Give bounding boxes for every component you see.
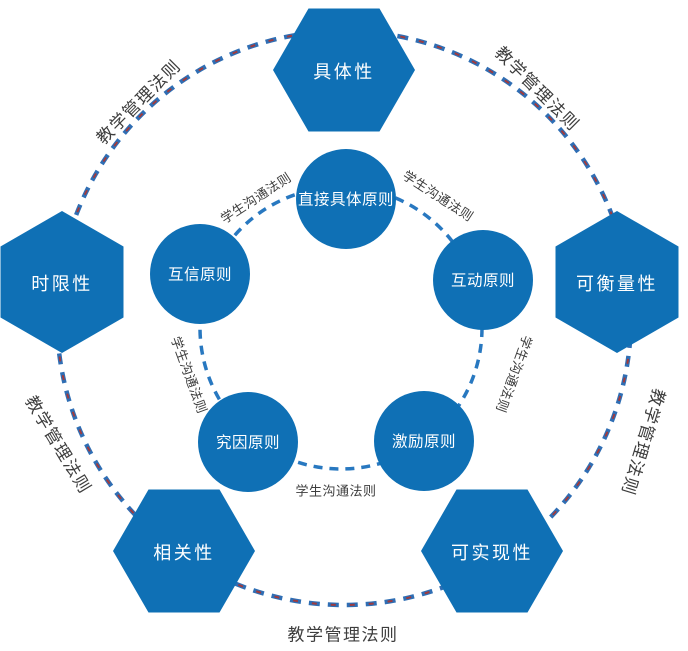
- circle-shape: [198, 392, 298, 492]
- hexagon-shape: [0, 211, 124, 353]
- circle-label: 激励原则: [392, 433, 456, 451]
- inner-ring-label-top-right: 学生沟通法则: [400, 168, 476, 225]
- circle-label: 互动原则: [451, 272, 515, 290]
- circle-bottom-left-root-cause-principle: 究因原则: [198, 392, 298, 492]
- hexagon-shape: [421, 489, 563, 613]
- inner-ring-label-bottom-center: 学生沟通法则: [295, 484, 376, 499]
- circle-label: 直接具体原则: [298, 191, 394, 209]
- circle-shape: [374, 391, 474, 491]
- hexagon-shape: [113, 489, 255, 613]
- hexagon-label: 具体性: [313, 62, 375, 82]
- hexagon-bottom-right-achievable: 可实现性: [421, 489, 563, 613]
- circle-shape: [150, 224, 250, 324]
- circle-bottom-right-motivation-principle: 激励原则: [374, 391, 474, 491]
- outer-ring-label-top-left: 教学管理法则: [93, 56, 185, 148]
- outer-ring-label-bottom-left: 教学管理法则: [21, 393, 94, 498]
- inner-ring-label-top-left: 学生沟通法则: [218, 170, 294, 227]
- outer-ring-label-bottom-center: 教学管理法则: [288, 626, 399, 645]
- hexagon-label: 可实现性: [451, 543, 533, 563]
- hexagon-shape: [555, 211, 679, 353]
- circle-label: 互信原则: [168, 266, 232, 284]
- hexagon-label: 时限性: [31, 274, 93, 294]
- hexagon-top-specificity: 具体性: [273, 8, 415, 132]
- circle-left-mutual-trust-principle: 互信原则: [150, 224, 250, 324]
- circle-shape: [433, 230, 533, 330]
- circle-label: 究因原则: [216, 434, 280, 452]
- inner-ring-label-right: 学生沟通法则: [493, 333, 535, 414]
- circle-shape: [296, 149, 396, 249]
- outer-ring-label-top-right: 教学管理法则: [491, 43, 583, 135]
- hexagon-bottom-left-relevant: 相关性: [113, 489, 255, 613]
- hexagon-label: 可衡量性: [576, 274, 658, 294]
- hexagon-label: 相关性: [153, 543, 215, 563]
- hexagon-right-measurable: 可衡量性: [555, 211, 679, 353]
- circle-right-interaction-principle: 互动原则: [433, 230, 533, 330]
- outer-ring-label-bottom-right: 教学管理法则: [618, 386, 669, 498]
- inner-ring-label-left: 学生沟通法则: [168, 334, 210, 415]
- hexagon-shape: [273, 8, 415, 132]
- hexagon-left-timebound: 时限性: [0, 211, 124, 353]
- circle-top-direct-concrete-principle: 直接具体原则: [296, 149, 396, 249]
